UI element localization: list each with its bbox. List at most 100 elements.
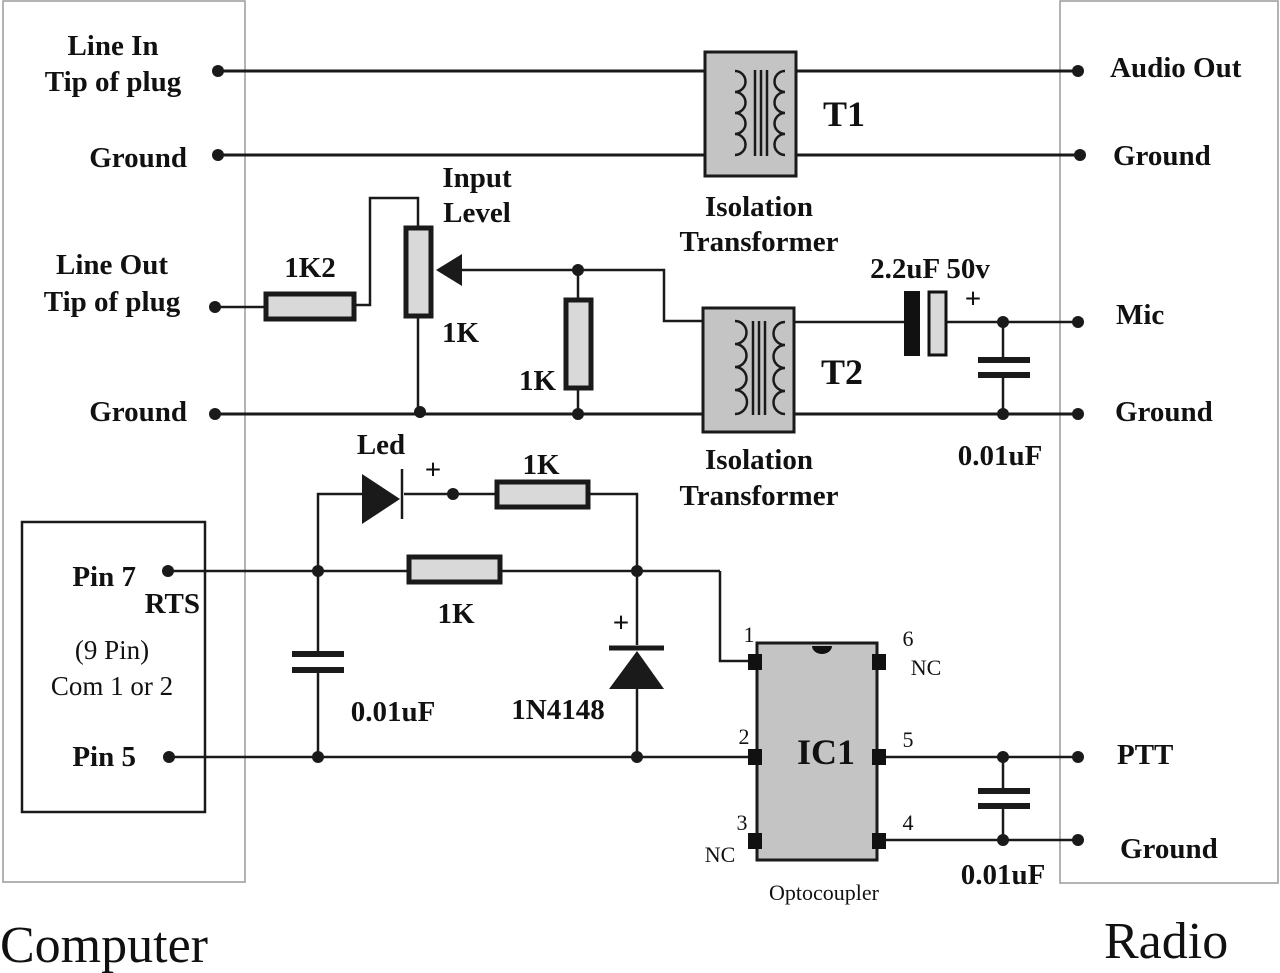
junction	[997, 316, 1009, 328]
line-out-wires	[215, 196, 1078, 416]
label-t1-desc: Transformer	[680, 226, 839, 258]
label-c-mic: 0.01uF	[958, 440, 1043, 472]
label-com-port: Com 1 or 2	[51, 671, 173, 701]
label-pot-value: 1K	[442, 317, 480, 349]
pin-2	[748, 749, 762, 765]
junction	[312, 751, 324, 763]
label-pin-5: 5	[903, 727, 914, 752]
label-pot: Input	[442, 162, 512, 194]
led-diode-icon	[362, 474, 400, 524]
label-ground: Ground	[1113, 140, 1211, 172]
label-line-out: Line Out	[56, 249, 168, 281]
label-optocoupler: Optocoupler	[769, 880, 880, 905]
primary-coil-icon	[734, 319, 749, 416]
label-pin-4: 4	[903, 810, 914, 835]
label-line-in-tip: Tip of plug	[45, 66, 182, 98]
junction	[572, 264, 584, 276]
label-nc-6: NC	[911, 655, 942, 680]
label-c-ptt: 0.01uF	[961, 859, 1046, 891]
label-r-1k-series: 1K	[437, 598, 475, 630]
junction	[312, 565, 324, 577]
label-led: Led	[357, 429, 405, 461]
label-r-1k2: 1K2	[284, 252, 336, 284]
polarity-plus-icon: +	[425, 454, 442, 486]
label-r-1k-led: 1K	[522, 449, 560, 481]
resistor-1k-series	[406, 554, 503, 585]
label-line-in: Line In	[67, 30, 158, 62]
junction	[997, 751, 1009, 763]
computer-box	[2, 0, 246, 883]
terminal-line-out	[209, 301, 221, 313]
label-t1: T1	[823, 94, 865, 134]
label-9-pin: (9 Pin)	[75, 635, 149, 665]
terminal-radio-ground-1	[1074, 149, 1086, 161]
pin-4	[872, 833, 886, 849]
label-ground: Ground	[1120, 833, 1218, 865]
label-ic1: IC1	[797, 732, 855, 772]
label-pin-3: 3	[737, 810, 748, 835]
label-pin5: Pin 5	[72, 741, 136, 773]
label-pin-6: 6	[903, 626, 914, 651]
terminal-ptt	[1072, 751, 1084, 763]
transformer-t2	[701, 306, 796, 434]
secondary-coil-icon	[772, 320, 786, 416]
terminal-ground-2	[209, 408, 221, 420]
label-pin7: Pin 7	[72, 561, 136, 593]
polarity-plus-icon: +	[613, 607, 630, 639]
label-ground: Ground	[1115, 396, 1213, 428]
junction	[572, 408, 584, 420]
label-t1-desc: Isolation	[705, 191, 813, 223]
pin-6	[872, 654, 886, 670]
terminal-ground-1	[212, 149, 224, 161]
label-pot: Level	[443, 197, 511, 229]
radio-box	[1059, 0, 1279, 884]
junction	[631, 565, 643, 577]
terminal-pin7	[162, 565, 174, 577]
terminal-radio-ground-2	[1072, 408, 1084, 420]
label-ground: Ground	[89, 396, 187, 428]
label-t2-desc: Isolation	[705, 444, 813, 476]
label-diode: 1N4148	[511, 694, 604, 726]
label-nc-3: NC	[705, 842, 736, 867]
electrolytic-capacitor	[904, 290, 948, 357]
pin-5	[872, 749, 886, 765]
resistor-1k-shunt	[563, 297, 594, 391]
pin-1	[748, 654, 762, 670]
notch-icon	[812, 646, 832, 654]
junction	[997, 408, 1009, 420]
optocoupler-ic1	[748, 641, 886, 862]
capacitor-ptt	[978, 788, 1030, 809]
junction	[631, 751, 643, 763]
label-t2-desc: Transformer	[680, 480, 839, 512]
terminal-line-in	[212, 65, 224, 77]
label-ptt: PTT	[1117, 739, 1173, 771]
terminal-radio-ground-3	[1072, 834, 1084, 846]
potentiometer-input-level	[403, 225, 462, 319]
capacitor-mic	[978, 357, 1030, 378]
diode-1n4148	[609, 645, 664, 689]
terminal-pin5	[163, 751, 175, 763]
section-title-computer: Computer	[0, 917, 208, 973]
pin-3	[748, 833, 762, 849]
resistor-1k-led	[494, 479, 591, 510]
secondary-coil-icon	[773, 69, 786, 157]
label-c-elec: 2.2uF 50v	[870, 253, 990, 285]
label-line-out-tip: Tip of plug	[44, 286, 181, 318]
label-audio-out: Audio Out	[1110, 52, 1242, 84]
led	[362, 469, 404, 524]
junction	[447, 488, 459, 500]
section-title-radio: Radio	[1104, 913, 1228, 970]
terminal-mic	[1072, 316, 1084, 328]
serial-port-box	[20, 520, 207, 814]
transformer-t1	[703, 50, 798, 178]
label-r-1k-shunt: 1K	[519, 365, 557, 397]
capacitor-rts	[292, 651, 344, 673]
label-rts: RTS	[145, 588, 200, 620]
polarity-plus-icon: +	[965, 283, 982, 315]
label-ground: Ground	[89, 142, 187, 174]
label-t2: T2	[821, 352, 863, 392]
primary-coil-icon	[734, 69, 747, 157]
label-mic: Mic	[1116, 299, 1164, 331]
terminal-audio-out	[1072, 65, 1084, 77]
